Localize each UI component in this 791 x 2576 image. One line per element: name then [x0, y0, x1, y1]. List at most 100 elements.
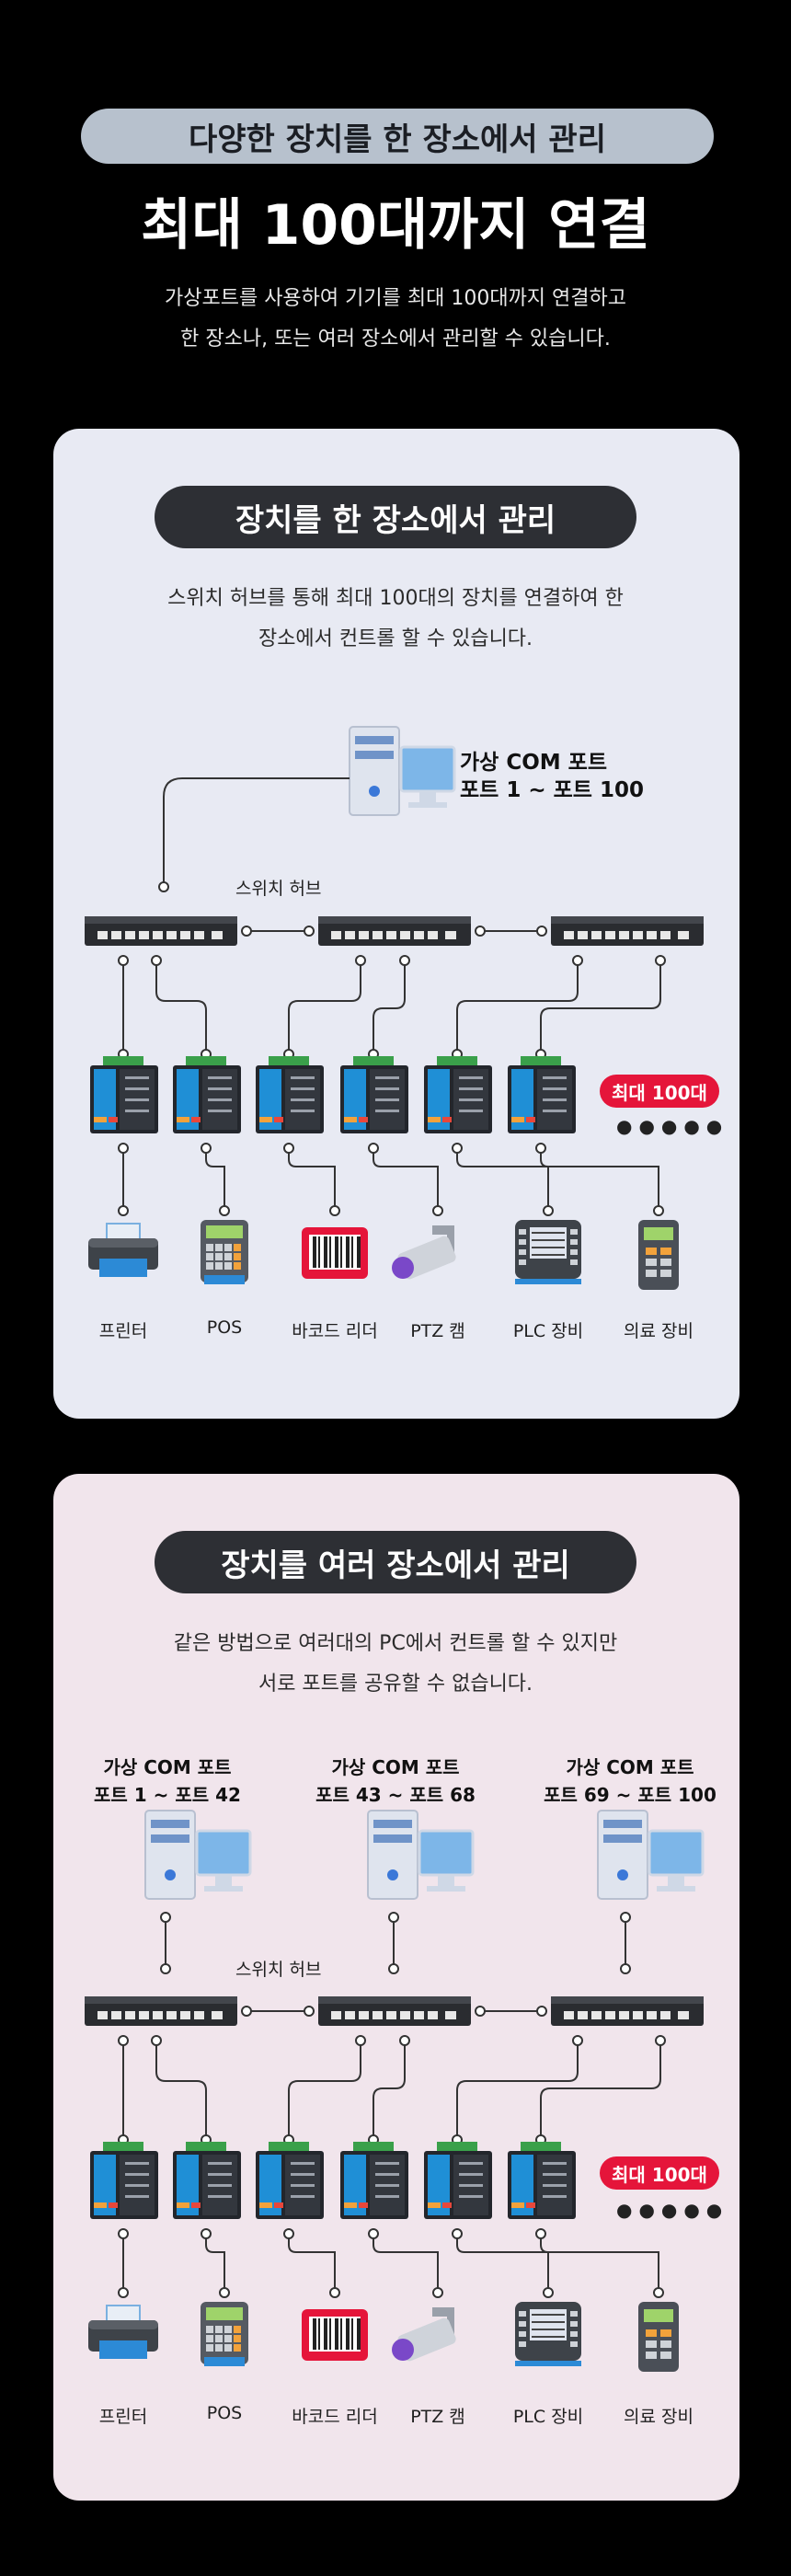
device-label: 프린터 — [98, 1321, 148, 1341]
connector-dot — [368, 2228, 379, 2239]
connection-line — [456, 1148, 549, 1211]
pc-label-line-1: 가상 COM 포트 — [566, 1756, 694, 1778]
connection-line — [155, 960, 207, 1054]
section2-desc-line-2: 서로 포트를 공유할 수 없습니다. — [258, 1673, 533, 1696]
connection-line — [540, 960, 661, 1054]
connector-dot — [388, 1912, 399, 1923]
medical-device-icon — [638, 2302, 679, 2372]
serial-converter-icon — [256, 2142, 324, 2219]
connection-line — [456, 960, 579, 1054]
connector-dot — [653, 1205, 664, 1216]
device-label: PLC 장비 — [512, 2407, 584, 2427]
medical-device-icon — [638, 1220, 679, 1290]
connector-dot — [620, 1912, 631, 1923]
connector-dot — [160, 1963, 171, 1974]
connector-dot — [655, 2035, 666, 2046]
serial-converter-icon — [90, 2142, 158, 2219]
pc-label-line-1: 가상 COM 포트 — [103, 1756, 232, 1778]
connector-dot — [388, 1963, 399, 1974]
connection-line — [288, 960, 361, 1054]
pc-label-line-2: 포트 69 ~ 포트 100 — [544, 1784, 716, 1806]
connection-line — [540, 2041, 661, 2140]
section1-max-badge: 최대 100대 — [600, 1075, 719, 1108]
pc-label-line-2: 포트 1 ~ 포트 42 — [94, 1784, 241, 1806]
connector-dot — [653, 2287, 664, 2298]
connector-dot — [118, 2228, 129, 2239]
serial-converter-icon — [424, 1056, 492, 1133]
connector-dot — [655, 955, 666, 966]
switch-hub-icon — [551, 1996, 704, 2026]
connector-dot — [572, 955, 583, 966]
section2-desc-line-1: 같은 방법으로 여러대의 PC에서 컨트롤 할 수 있지만 — [173, 1632, 618, 1655]
switch-hub-icon — [85, 1996, 237, 2026]
connector-dot — [535, 1143, 546, 1154]
device-label: 바코드 리더 — [292, 1321, 378, 1341]
section2-pc-label-3: 가상 COM 포트 포트 69 ~ 포트 100 — [543, 1754, 717, 1809]
connection-line — [288, 2041, 361, 2140]
connector-dot — [329, 1205, 340, 1216]
connector-dot — [355, 2035, 366, 2046]
switch-hub-icon — [318, 1996, 471, 2026]
serial-converter-icon — [90, 1056, 158, 1133]
connection-line — [540, 1148, 659, 1211]
connection-line — [373, 1148, 439, 1211]
connector-dot — [201, 2228, 212, 2239]
connector-dot — [201, 1143, 212, 1154]
connector-dot — [432, 2287, 443, 2298]
serial-converter-icon — [424, 2142, 492, 2219]
connector-dot — [160, 1912, 171, 1923]
connector-dot — [151, 2035, 162, 2046]
section2-max-badge: 최대 100대 — [600, 2156, 719, 2190]
header-pill: 다양한 장치를 한 장소에서 관리 — [81, 109, 714, 164]
printer-icon — [88, 1223, 158, 1277]
serial-converter-icon — [340, 2142, 408, 2219]
device-label: 의료 장비 — [624, 2407, 694, 2427]
ptz-camera-icon — [392, 1225, 456, 1280]
pc-label-line-2: 포트 1 ~ 포트 100 — [460, 778, 644, 802]
section1-desc-line-2: 장소에서 컨트롤 할 수 있습니다. — [258, 627, 533, 650]
section2-more-dots: ●●●●● — [616, 2199, 729, 2221]
ptz-camera-icon — [392, 2307, 456, 2362]
section1-pc-label: 가상 COM 포트 포트 1 ~ 포트 100 — [460, 749, 644, 804]
connection-line — [163, 777, 350, 887]
printer-icon — [88, 2305, 158, 2359]
pc-icon — [144, 1810, 252, 1900]
barcode-reader-icon — [302, 1227, 368, 1279]
section1-title: 장치를 한 장소에서 관리 — [155, 486, 636, 548]
device-label: 의료 장비 — [624, 1321, 694, 1341]
connector-dot — [118, 955, 129, 966]
connector-dot — [283, 2228, 294, 2239]
pos-terminal-icon — [201, 1220, 248, 1284]
section2-pc-label-1: 가상 COM 포트 포트 1 ~ 포트 42 — [94, 1754, 241, 1809]
section-multi-location-card — [53, 1474, 739, 2501]
serial-converter-icon — [340, 1056, 408, 1133]
connector-dot — [543, 1205, 554, 1216]
device-label: PLC 장비 — [512, 1321, 584, 1341]
pc-icon — [367, 1810, 475, 1900]
pc-icon — [349, 726, 456, 816]
connection-line — [373, 2234, 439, 2293]
pc-label-line-1: 가상 COM 포트 — [460, 751, 607, 775]
connector-dot — [452, 1143, 463, 1154]
connector-dot — [452, 2228, 463, 2239]
section2-hub-label: 스위치 허브 — [235, 1960, 322, 1980]
connector-dot — [158, 881, 169, 892]
connection-line — [155, 2041, 207, 2140]
section2-title: 장치를 여러 장소에서 관리 — [155, 1531, 636, 1593]
connector-dot — [355, 955, 366, 966]
plc-device-icon — [515, 1220, 581, 1284]
connector-dot — [283, 1143, 294, 1154]
serial-converter-icon — [508, 1056, 576, 1133]
headline: 최대 100대까지 연결 — [141, 193, 650, 258]
device-label: POS — [206, 2403, 243, 2423]
serial-converter-icon — [508, 2142, 576, 2219]
connector-dot — [219, 1205, 230, 1216]
connector-dot — [304, 926, 315, 937]
pc-label-line-1: 가상 COM 포트 — [331, 1756, 460, 1778]
connector-dot — [219, 2287, 230, 2298]
connection-line — [540, 2234, 659, 2293]
connection-line — [456, 2234, 549, 2293]
connector-dot — [543, 2287, 554, 2298]
pc-label-line-2: 포트 43 ~ 포트 68 — [315, 1784, 476, 1806]
